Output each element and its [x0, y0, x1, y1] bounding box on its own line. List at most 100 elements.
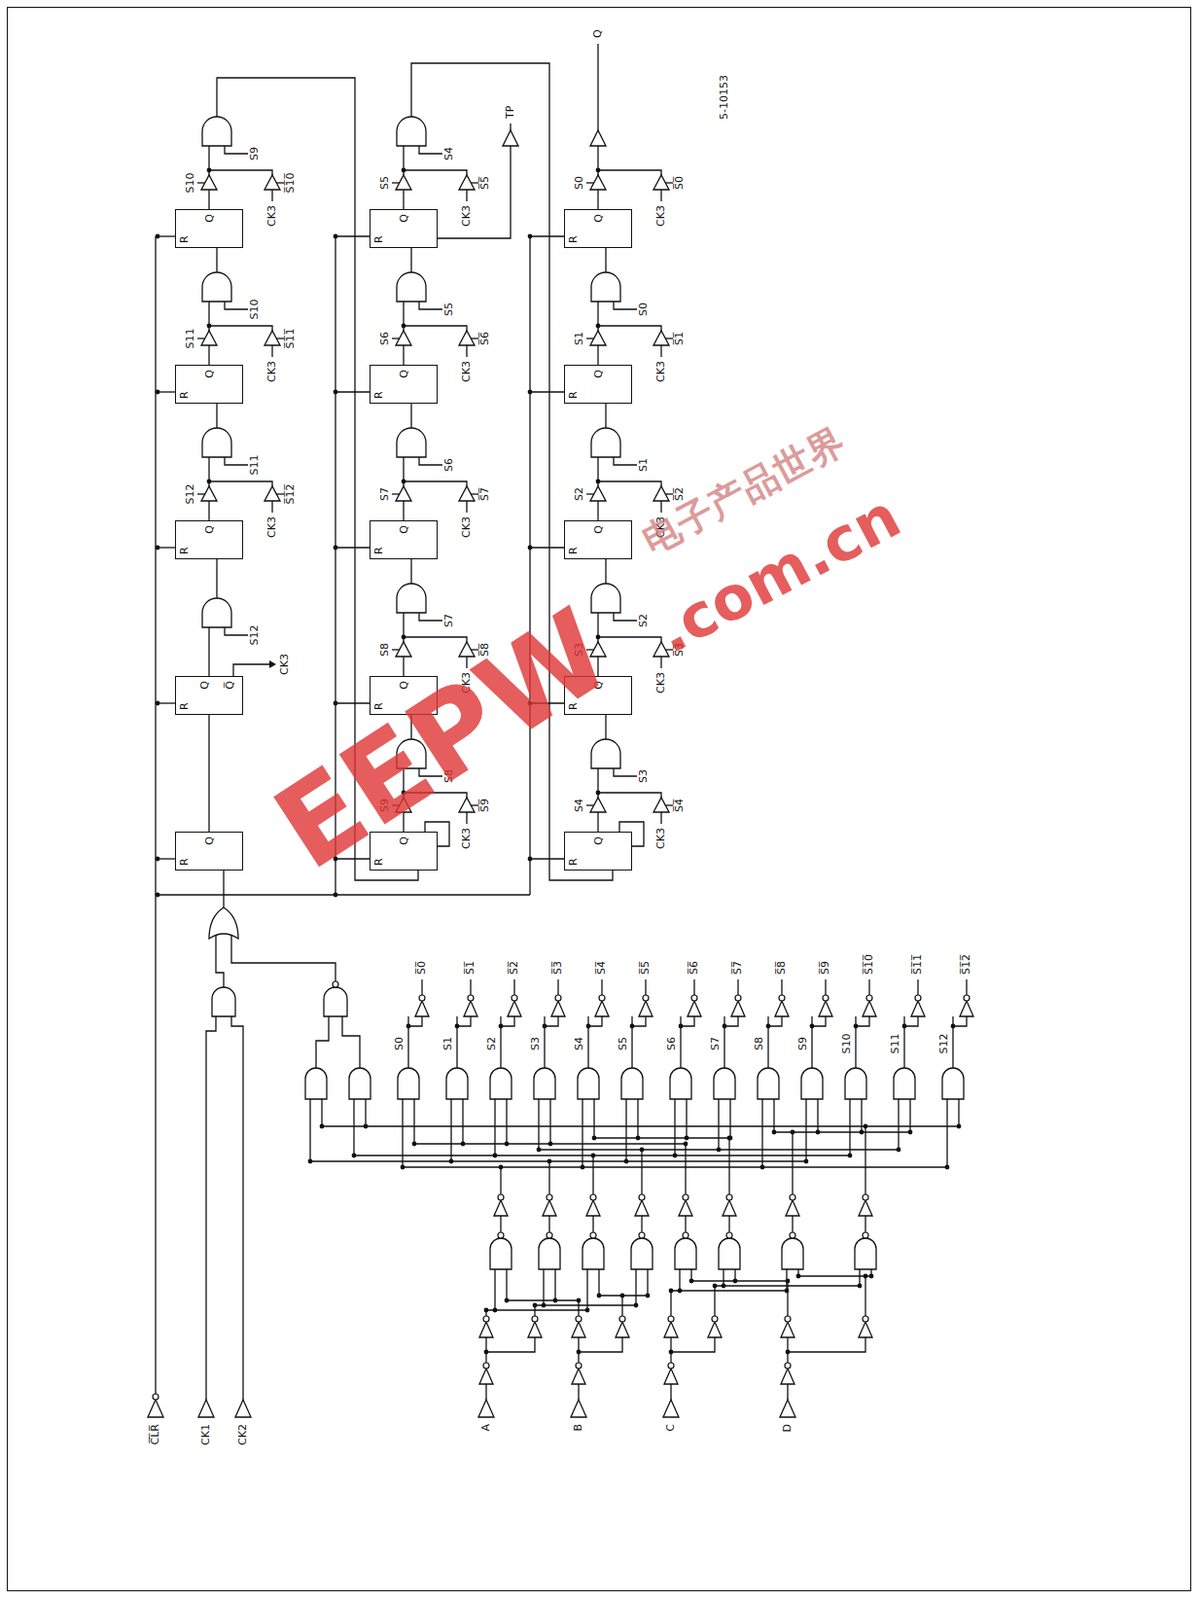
wire — [450, 1098, 452, 1162]
reset-pin-label: R — [178, 702, 191, 710]
wire — [157, 546, 176, 548]
inversion-bubble — [546, 1232, 553, 1238]
wire — [554, 1269, 556, 1301]
signal-label: S11 — [248, 454, 261, 477]
buffer-symbol — [678, 1200, 693, 1216]
wire — [457, 1016, 471, 1026]
wire — [500, 1016, 515, 1026]
signal-label: CK3 — [266, 515, 279, 539]
signal-label: B — [572, 1422, 585, 1433]
wire — [529, 236, 530, 895]
buffer-symbol — [615, 1321, 630, 1338]
wire — [215, 247, 217, 273]
wire — [342, 1016, 360, 1068]
wire — [597, 768, 599, 793]
signal-label: S̅1̅2̅ — [284, 483, 297, 506]
and-gate — [396, 427, 426, 458]
and-gate — [202, 272, 232, 302]
flip-flop-box: RQ — [175, 831, 244, 871]
reset-pin-label: R — [178, 857, 191, 866]
wire — [197, 181, 206, 183]
inversion-bubble — [531, 1315, 538, 1322]
buffer-symbol — [502, 130, 519, 146]
buffer-symbol — [858, 1200, 873, 1216]
wire — [598, 325, 662, 331]
wire — [419, 457, 443, 465]
wire — [917, 979, 918, 995]
signal-label: CK3 — [655, 826, 668, 850]
buffer-symbol — [722, 1200, 737, 1216]
inversion-bubble — [789, 1194, 796, 1200]
wire — [581, 1098, 583, 1167]
wire — [208, 301, 210, 326]
wire — [391, 181, 400, 183]
and-gate — [490, 1237, 512, 1270]
inversion-bubble — [682, 1232, 689, 1238]
flip-flop-box: RQ — [564, 209, 633, 248]
wire — [208, 500, 210, 521]
wire — [402, 301, 404, 326]
wire — [208, 189, 210, 210]
inversion-bubble — [789, 1232, 796, 1238]
signal-label: S12 — [248, 624, 261, 647]
signal-label: S7 — [379, 486, 391, 502]
signal-label: Q — [592, 28, 604, 39]
wire — [660, 656, 662, 669]
signal-label: C — [665, 1422, 677, 1433]
wire — [410, 403, 412, 428]
reset-pin-label: R — [178, 546, 191, 555]
wire — [402, 500, 404, 521]
wire — [335, 235, 370, 237]
wire — [604, 247, 606, 273]
flip-flop-box: RQ — [175, 520, 244, 560]
junction-dot — [155, 545, 161, 551]
reset-pin-label: R — [178, 235, 191, 244]
signal-label: S̅9̅ — [479, 797, 492, 813]
signal-label: S9 — [797, 1035, 810, 1052]
buffer-symbol — [542, 1200, 557, 1216]
wire — [437, 145, 511, 239]
wire — [604, 559, 606, 584]
buffer-symbol — [235, 1399, 251, 1417]
output-pin-label: Q — [204, 525, 216, 534]
reset-pin-label: R — [373, 235, 386, 244]
buffer-symbol — [911, 1000, 925, 1017]
wire — [798, 1274, 872, 1276]
and-gate — [305, 1067, 327, 1099]
buffer-symbol — [858, 1321, 873, 1338]
wire — [644, 979, 646, 995]
wire — [271, 500, 273, 513]
wire — [660, 189, 662, 202]
wire — [401, 1098, 403, 1167]
wire — [231, 1016, 244, 1400]
and-gate — [893, 1067, 916, 1099]
signal-label: CK2 — [237, 1422, 249, 1447]
signal-label: 5-10153 — [718, 73, 731, 121]
wire — [209, 170, 273, 176]
wire — [505, 1098, 507, 1144]
buffer-symbol — [818, 1000, 833, 1017]
signal-label: S6 — [666, 1035, 678, 1052]
buffer-symbol — [707, 1321, 722, 1338]
wire — [469, 979, 471, 995]
wire — [588, 1016, 602, 1026]
inversion-bubble — [483, 1315, 490, 1322]
wire — [946, 1098, 948, 1167]
buffer-symbol — [198, 1399, 214, 1417]
wire — [465, 500, 467, 513]
and-gate — [942, 1067, 964, 1099]
signal-label: S10 — [841, 1032, 853, 1056]
wire — [791, 1131, 793, 1195]
junction-dot — [333, 389, 339, 395]
wire — [578, 1337, 623, 1352]
and-gate — [396, 272, 426, 302]
wire — [197, 493, 206, 495]
wire — [157, 893, 530, 895]
reset-pin-label: R — [373, 390, 386, 399]
wire — [597, 612, 599, 637]
inversion-bubble — [619, 1315, 626, 1322]
inversion-bubble — [862, 1232, 869, 1238]
wire — [403, 481, 467, 487]
signal-label: S̅1̅0̅ — [863, 952, 876, 976]
flip-flop-box: RQ — [175, 209, 244, 248]
